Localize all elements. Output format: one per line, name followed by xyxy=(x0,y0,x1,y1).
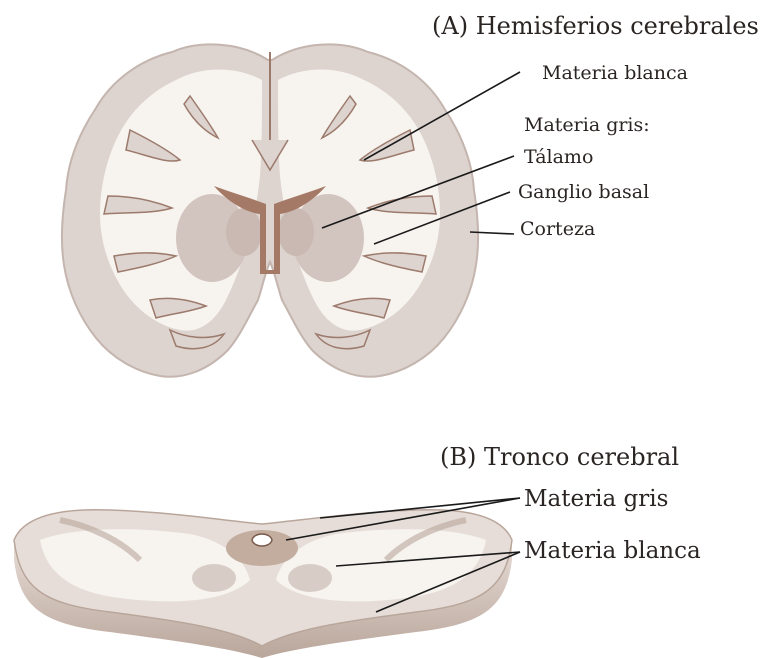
label-basal-ganglia: Ganglio basal xyxy=(518,183,649,202)
panel-b-title: (B) Tronco cerebral xyxy=(440,445,679,469)
brainstem-section xyxy=(14,510,512,658)
label-cortex: Corteza xyxy=(520,220,595,239)
coronal-section xyxy=(62,44,478,376)
panel-a-title: (A) Hemisferios cerebrales xyxy=(432,14,759,38)
label-white-matter-a: Materia blanca xyxy=(542,64,688,83)
label-thalamus: Tálamo xyxy=(524,148,593,167)
thalamus-right xyxy=(278,208,314,256)
thalamus-left xyxy=(226,208,262,256)
label-white-matter-b: Materia blanca xyxy=(524,540,701,563)
label-gray-matter-b: Materia gris xyxy=(524,488,668,511)
label-gray-matter-a: Materia gris: xyxy=(524,116,650,135)
